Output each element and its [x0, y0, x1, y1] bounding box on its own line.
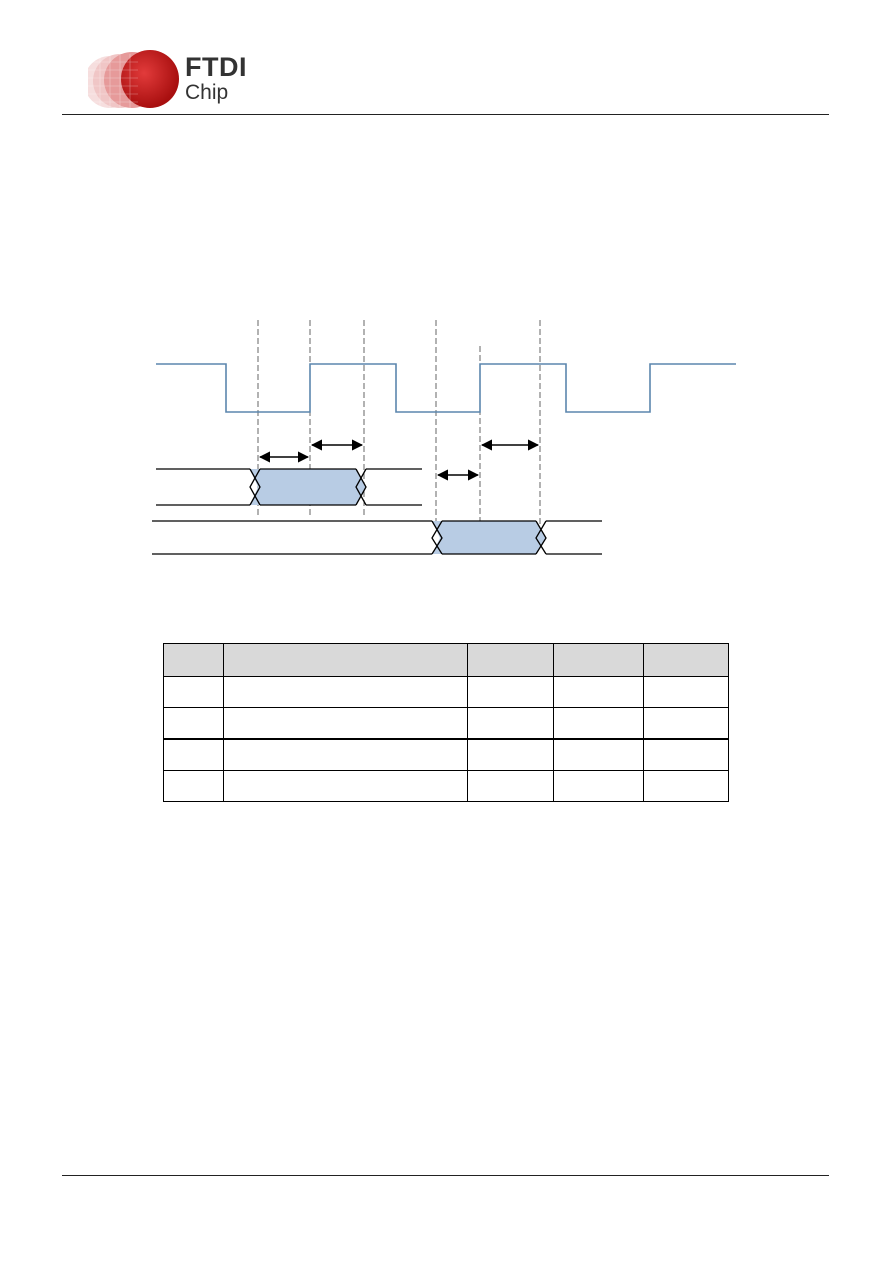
table-cell	[467, 707, 555, 740]
table-cell	[222, 707, 469, 740]
data-edge	[535, 520, 547, 555]
table-cell	[553, 738, 645, 771]
table-cell	[553, 676, 645, 708]
table-cell	[553, 770, 645, 802]
table-cell	[222, 643, 469, 677]
table-cell	[467, 770, 555, 802]
data-waveform-2	[152, 520, 602, 555]
table-cell	[222, 770, 469, 802]
logo-line-ftdi: FTDI	[185, 52, 247, 82]
table-row	[163, 770, 729, 802]
table-cell	[222, 738, 469, 771]
data-waveform-1	[156, 468, 422, 506]
data-edge	[249, 468, 261, 506]
clock-waveform	[156, 363, 736, 413]
table-cell	[222, 676, 469, 708]
table-cell	[163, 707, 224, 740]
table-cell	[467, 738, 555, 771]
header-rule	[62, 114, 829, 115]
valid-data-window	[250, 469, 366, 505]
table-cell	[467, 643, 555, 677]
data-edge	[355, 468, 367, 506]
table-cell	[643, 738, 729, 771]
table-cell	[163, 738, 224, 771]
logo-mark-icon	[84, 50, 179, 110]
logo-line-chip: Chip	[185, 81, 229, 104]
logo-text: FTDI Chip	[185, 52, 247, 104]
table-cell	[467, 676, 555, 708]
table-cell	[163, 676, 224, 708]
table-cell	[643, 676, 729, 708]
footer-rule	[62, 1175, 829, 1176]
valid-data-window	[432, 521, 546, 554]
table-cell	[553, 707, 645, 740]
table-row	[163, 738, 729, 771]
table-cell	[643, 707, 729, 740]
table-cell	[553, 643, 645, 677]
table-row	[163, 707, 729, 740]
table-cell	[163, 643, 224, 677]
timing-parameter-table	[163, 643, 729, 802]
table-row	[163, 676, 729, 708]
timing-diagram	[152, 320, 736, 555]
ftdi-logo: FTDI Chip	[84, 48, 258, 114]
table-header-row	[163, 643, 729, 677]
table-cell	[643, 643, 729, 677]
timing-arrows	[258, 439, 540, 481]
data-edge	[431, 520, 443, 555]
table-cell	[643, 770, 729, 802]
table-cell	[163, 770, 224, 802]
